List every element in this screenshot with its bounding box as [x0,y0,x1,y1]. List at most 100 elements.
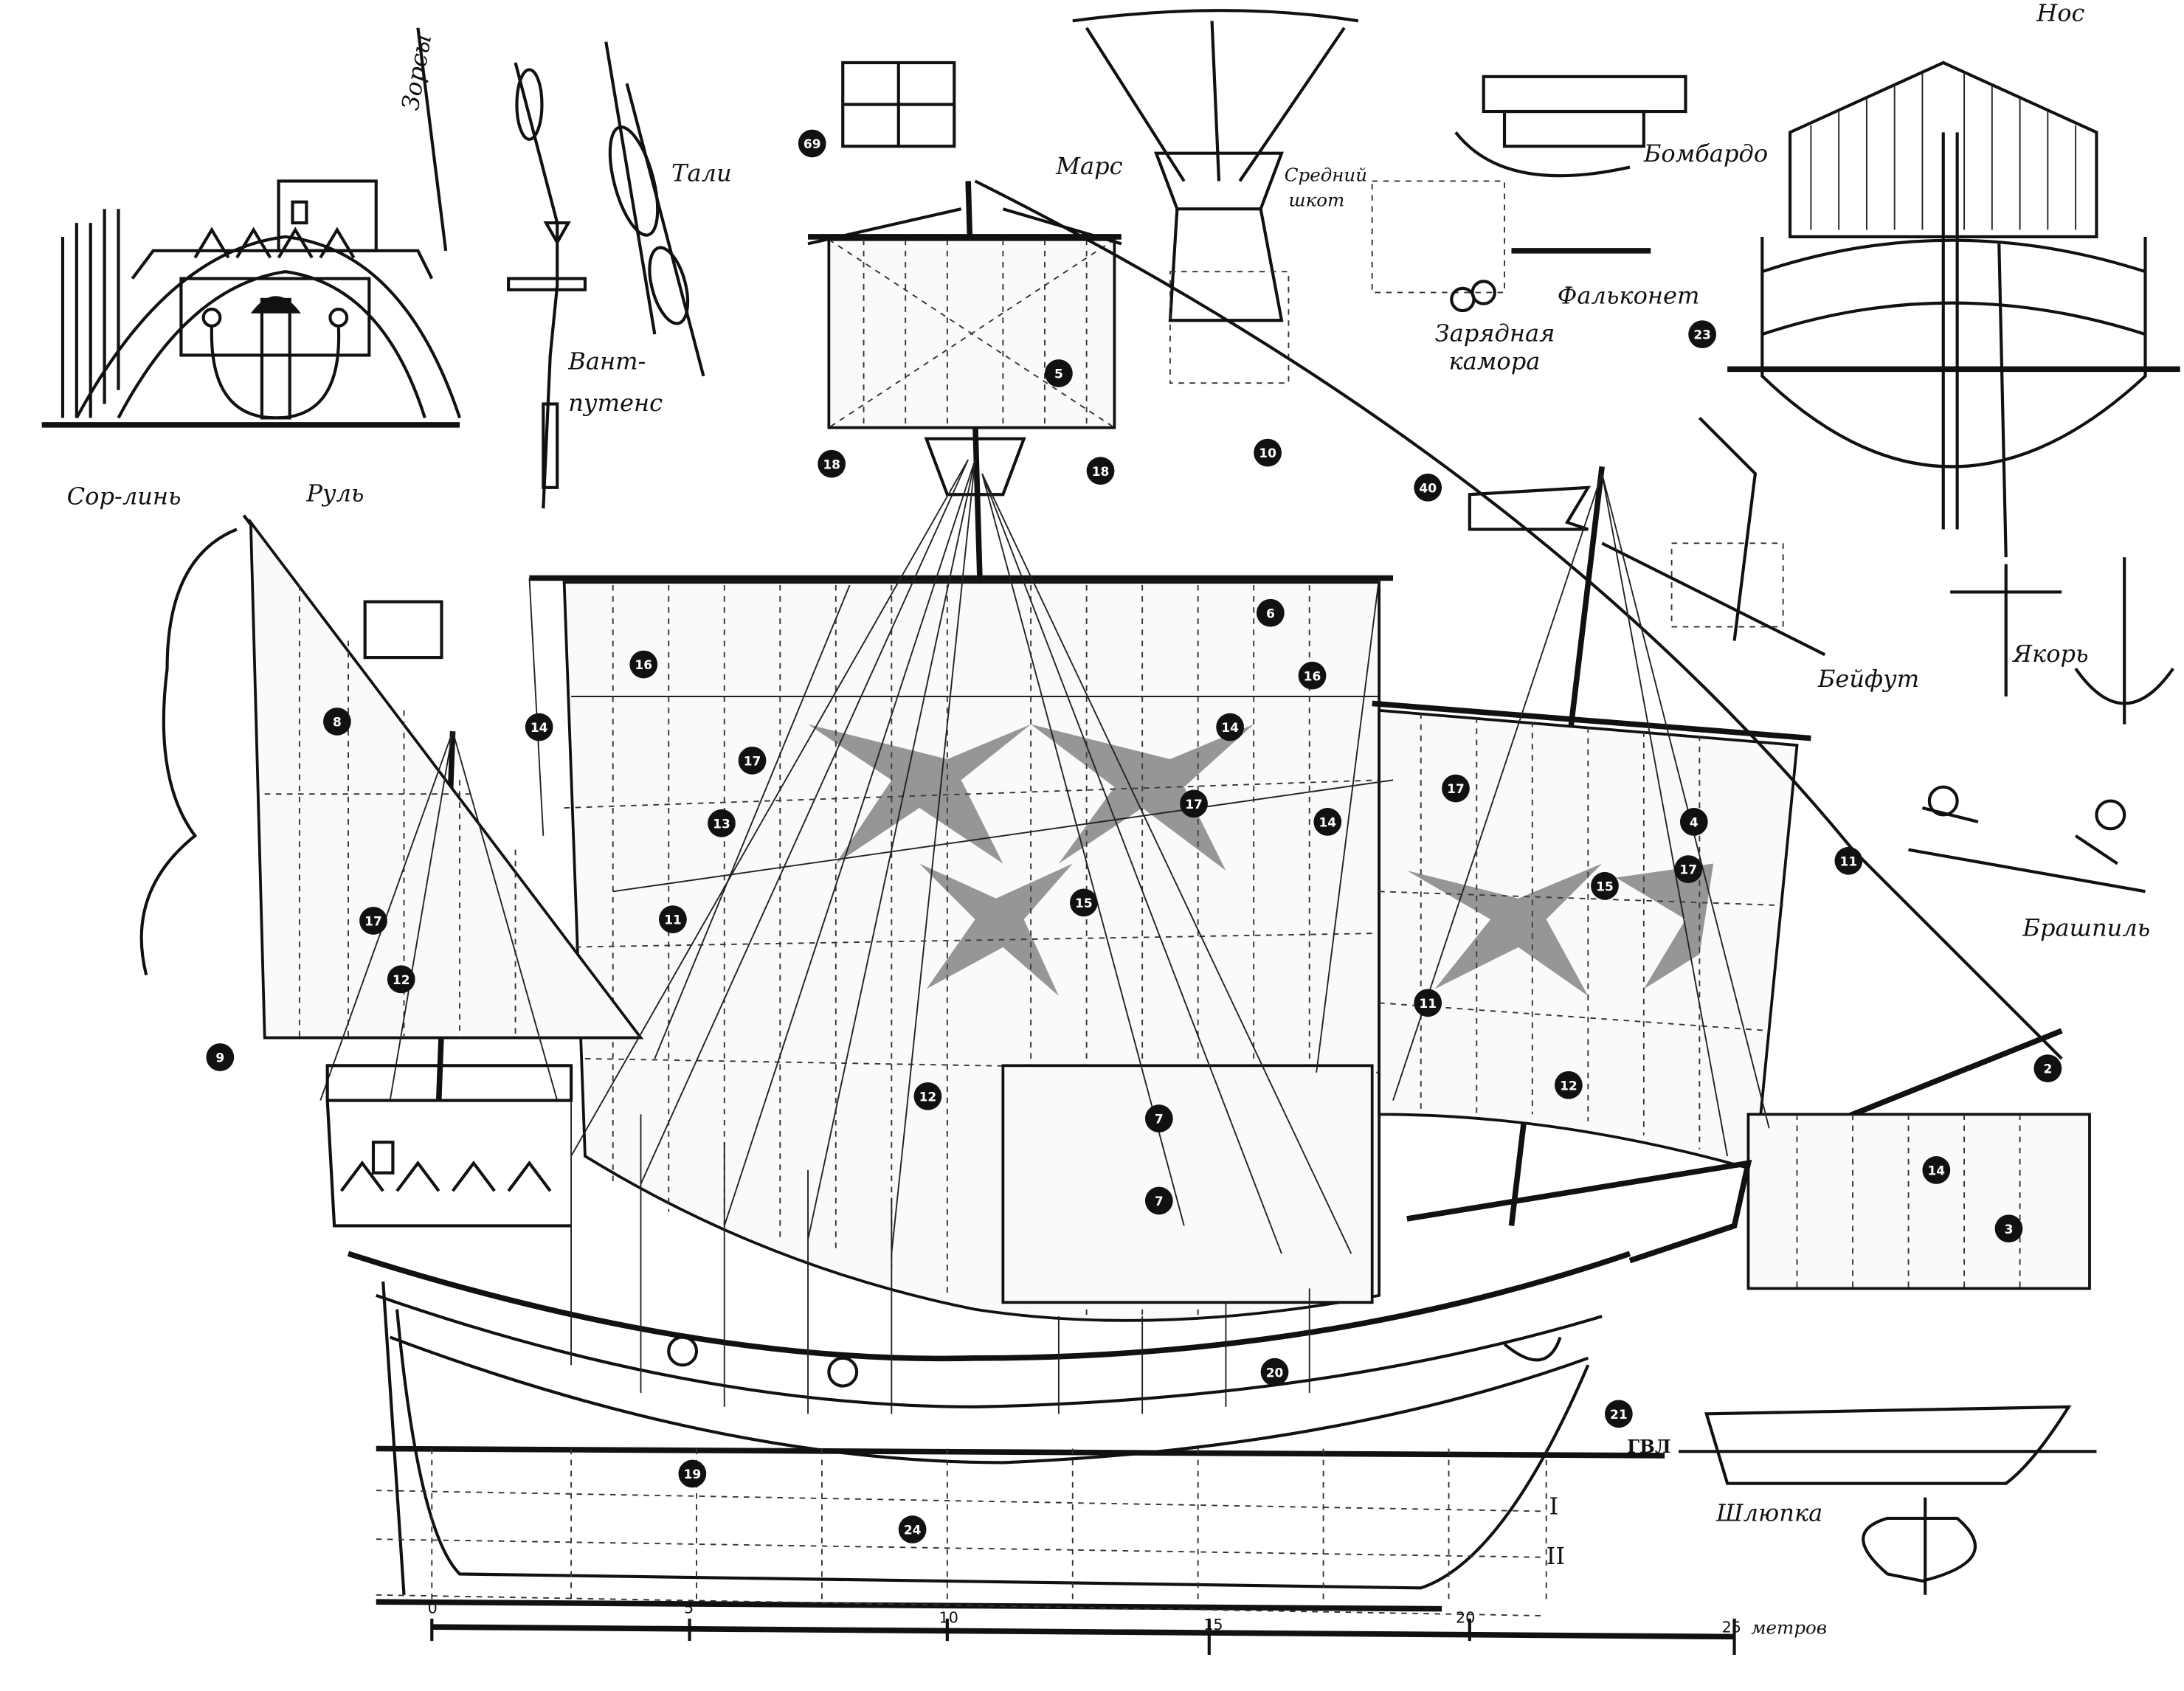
callout-marker-dot [2033,1054,2062,1082]
callout-marker-number: 5 [1054,367,1063,382]
callout-marker-number: 19 [684,1467,702,1482]
callout-marker-dot [659,905,687,933]
callout-marker-number: 17 [1679,863,1697,878]
callout-marker: 14 [1313,808,1342,836]
callout-marker-dot [1591,871,1619,900]
bombard-detail [1371,75,1687,294]
callout-marker: 6 [1256,598,1285,627]
callout-marker-dot [1313,808,1342,836]
callout-marker-dot [359,907,387,935]
callout-marker-dot [913,1082,942,1110]
callout-marker-dot [818,449,846,478]
label-zaryadnaya-2: камора [1449,347,1541,375]
callout-marker-number: 15 [1075,896,1093,911]
callout-marker-number: 11 [1419,997,1437,1012]
callout-marker-number: 13 [713,817,730,831]
callout-marker-dot [1994,1214,2023,1243]
label-rul: Руль [305,480,364,508]
callout-marker-number: 16 [635,658,652,673]
callout-marker-number: 17 [744,754,761,769]
rigging-lines [319,179,2063,1254]
callout-marker-number: 20 [1266,1366,1284,1380]
callout-marker: 12 [387,965,415,994]
label-sredniy-1: Средний [1285,164,1367,185]
callout-marker-number: 11 [1840,854,1858,869]
callout-marker: 16 [1298,661,1327,690]
callout-marker-number: 21 [1610,1408,1628,1422]
mars-detail [1072,9,1359,384]
label-shlyupka: Шлюпка [1715,1499,1822,1527]
callout-marker: 15 [1069,888,1098,917]
callout-marker-number: 17 [364,915,382,930]
callout-marker-dot [206,1043,235,1071]
callout-marker-number: 14 [1221,721,1239,736]
callout-marker-number: 12 [919,1090,937,1104]
callout-marker-dot [1144,1186,1173,1215]
callout-marker: 13 [708,809,736,837]
callout-marker-number: 40 [1419,481,1437,496]
callout-marker-number: 6 [1266,606,1275,621]
label-zaryadnaya-1: Зарядная [1435,319,1555,347]
callout-marker-dot [1442,774,1470,803]
callout-marker: 11 [659,905,687,933]
callout-marker: 7 [1144,1186,1173,1215]
hull [325,1064,1752,1612]
foresail [1372,700,1811,1172]
scale-bar: 0 5 10 15 20 25 метров [428,1599,1827,1655]
scale-tick-25: 25 [1722,1619,1741,1636]
callout-marker-dot [1069,888,1098,917]
callout-marker: 40 [1414,473,1442,502]
callout-marker: 10 [1254,438,1282,467]
waterlines [376,1445,1665,1617]
callout-marker-number: 14 [531,721,548,736]
callout-marker-dot [323,708,351,736]
callout-marker-number: 14 [1319,816,1336,831]
callout-marker: 17 [738,746,767,775]
callout-marker: 14 [1216,713,1244,741]
label-brashpil: Брашпиль [2022,914,2150,942]
callout-marker-dot [1555,1071,1583,1099]
callout-marker-number: 8 [333,716,342,730]
label-waterline-1: I [1549,1492,1558,1520]
callout-marker: 16 [629,650,658,679]
label-yufersy: Зорсы [396,32,437,112]
callout-marker-number: 69 [804,137,821,152]
label-vant-putens-1: Вант- [567,347,646,375]
callout-marker-number: 3 [2005,1223,2014,1237]
callout-marker: 15 [1591,871,1619,900]
callout-marker-dot [1216,713,1244,741]
callout-marker-dot [1256,598,1285,627]
callout-marker: 69 [798,129,826,158]
callout-marker-dot [1834,846,1863,875]
callout-marker: 2 [2033,1054,2062,1082]
callout-marker-dot [629,650,658,679]
callout-marker-number: 2 [2043,1062,2052,1077]
deadeye-detail [507,62,587,509]
flags [139,60,1592,976]
label-waterline-2: II [1547,1542,1565,1570]
label-sor-lin: Сор-линь [67,482,182,510]
label-vant-putens-2: путенс [568,389,663,417]
scale-unit: метров [1751,1617,1827,1639]
callout-marker: 18 [818,449,846,478]
callout-marker-dot [708,809,736,837]
callout-marker-dot [1254,438,1282,467]
topsail [808,234,1122,429]
callout-marker-dot [1298,661,1327,690]
callout-marker: 5 [1045,359,1073,387]
callout-marker: 11 [1834,846,1863,875]
callout-marker: 8 [323,708,351,736]
callout-marker-dot [1414,473,1442,502]
callout-marker: 17 [359,907,387,935]
callout-marker-number: 12 [1560,1079,1577,1093]
callout-marker: 7 [1144,1104,1173,1132]
callout-marker-dot [1679,808,1708,836]
callout-marker-number: 17 [1447,782,1465,797]
label-mars: Марс [1055,152,1123,180]
label-gvl: ГВЛ [1627,1436,1670,1457]
bonnet-sail [1001,1064,1374,1304]
callout-marker: 20 [1260,1358,1289,1386]
callout-marker: 11 [1414,989,1442,1017]
